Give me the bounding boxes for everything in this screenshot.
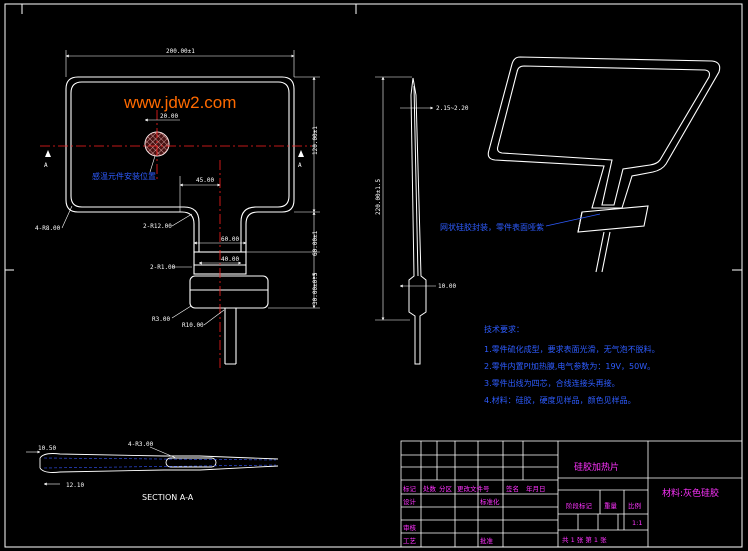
side-profile-outline	[408, 77, 427, 365]
iso-annotation: 网状硅胶封装，零件表面哑紫	[440, 222, 544, 232]
tb-approve: 批准	[480, 536, 494, 545]
iso-connector-block	[577, 205, 649, 233]
iso-view	[487, 56, 721, 273]
title-block	[400, 440, 743, 548]
iso-cable-tail	[595, 231, 611, 273]
side-profile-center	[413, 85, 419, 277]
tb-part-name: 硅胶加热片	[574, 461, 619, 473]
section-marker-left: A	[44, 162, 48, 169]
sensor-location-fill	[145, 132, 169, 156]
tech-note-2: 2.零件内置PI加热膜,电气参数为：19V，50W。	[484, 361, 655, 371]
tb-weight-label: 重量	[604, 502, 618, 510]
small-radius-label: 2-R1.00	[150, 264, 176, 271]
connector-block	[189, 275, 269, 309]
sensor-label: 感温元件安装位置	[92, 171, 156, 181]
dim-section-slot: 4-R3.00	[128, 441, 154, 448]
leader-section-slot	[149, 446, 177, 459]
tb-scale-label: 比例	[628, 501, 641, 510]
dim-bottom-height: 30.00±0.5	[312, 272, 319, 305]
watermark: www.jdw2.com	[123, 93, 236, 112]
tb-label-change-doc: 更改文件号	[457, 484, 490, 493]
iso-connector-edge	[577, 211, 583, 233]
side-dimensions	[375, 76, 436, 321]
cable-tail	[224, 308, 237, 365]
section-arrow-right	[298, 150, 304, 157]
iso-inner-outline	[496, 65, 711, 206]
section-slot	[165, 457, 217, 468]
tb-label-signature: 签名	[506, 484, 519, 493]
dim-total-height: 220.00±1.5	[375, 178, 382, 215]
section-profile	[39, 453, 279, 473]
tb-label-zone: 分区	[439, 484, 453, 493]
corner-radius-label: 4-R8.00	[35, 225, 61, 232]
iso-annotation-leader	[545, 213, 601, 227]
leader-corner-radius	[61, 205, 73, 229]
dim-neck-width-outer: 60.00	[221, 236, 239, 243]
dim-tail: 10.00	[438, 283, 456, 290]
tb-design: 设计	[403, 497, 417, 506]
dim-neck-height: 60.00±1	[312, 230, 319, 256]
tech-note-1: 1.零件硫化成型，要求表面光滑，无气泡不脱料。	[484, 344, 660, 354]
tech-notes: 技术要求： 1.零件硫化成型，要求表面光滑，无气泡不脱料。 2.零件内置PI加热…	[484, 324, 660, 405]
tech-notes-heading: 技术要求：	[484, 324, 524, 334]
leader-neck-radius	[171, 213, 193, 227]
dim-section-left: 10.50	[38, 445, 56, 452]
side-view	[408, 77, 427, 365]
section-arrow-left	[45, 150, 51, 157]
tb-standardize: 标准化	[480, 497, 500, 506]
dim-section-bottom: 12.10	[66, 482, 84, 489]
tail-radius-label: R10.00	[182, 322, 204, 329]
dim-thickness: 2.15~2.20	[436, 105, 469, 112]
dim-neck-width-inner: 40.00	[221, 256, 239, 263]
section-title: SECTION A-A	[142, 493, 194, 502]
tb-scale-value: 1:1	[632, 519, 642, 527]
leader-sensor	[149, 155, 156, 173]
tb-label-mark: 标记	[403, 484, 417, 493]
front-dimensions	[61, 50, 320, 326]
tech-note-4: 4.材料：硅胶，硬度见样品，颜色见样品。	[484, 395, 636, 405]
leader-block-radius	[171, 305, 192, 319]
dim-hole-offset: 20.00	[160, 113, 178, 120]
tb-stage-label: 阶段标记	[566, 501, 593, 510]
front-centerlines	[40, 110, 312, 370]
tb-label-count: 处数	[423, 484, 437, 493]
tb-label-date: 年月日	[526, 484, 546, 493]
front-dimension-texts: 200.00±1 120.00±1 60.00±1 30.00±0.5 20.0…	[35, 48, 319, 329]
leader-tail-radius	[203, 309, 225, 326]
tb-process: 工艺	[403, 537, 417, 545]
drawing-frame	[4, 3, 743, 548]
title-block-text: 标记 处数 分区 更改文件号 签名 年月日 设计 标准化 审核 工艺 批准 硅胶…	[403, 461, 719, 545]
dim-upper-height: 120.00±1	[312, 126, 319, 155]
tb-review: 审核	[403, 523, 417, 532]
dim-width: 200.00±1	[166, 48, 195, 55]
tb-material: 材料:灰色硅胶	[662, 487, 719, 499]
neck-radius-label: 2-R12.00	[143, 223, 172, 230]
dim-neck-offset: 45.00	[196, 177, 214, 184]
block-radius-label: R3.00	[152, 316, 170, 323]
tech-note-3: 3.零件出线为四芯，合线连接头再接。	[484, 378, 620, 388]
section-marker-right: A	[298, 162, 302, 169]
iso-outer-outline	[487, 56, 721, 209]
section-hatch	[43, 457, 277, 469]
tb-sheets: 共 1 张 第 1 张	[562, 535, 607, 544]
section-view	[26, 446, 279, 486]
